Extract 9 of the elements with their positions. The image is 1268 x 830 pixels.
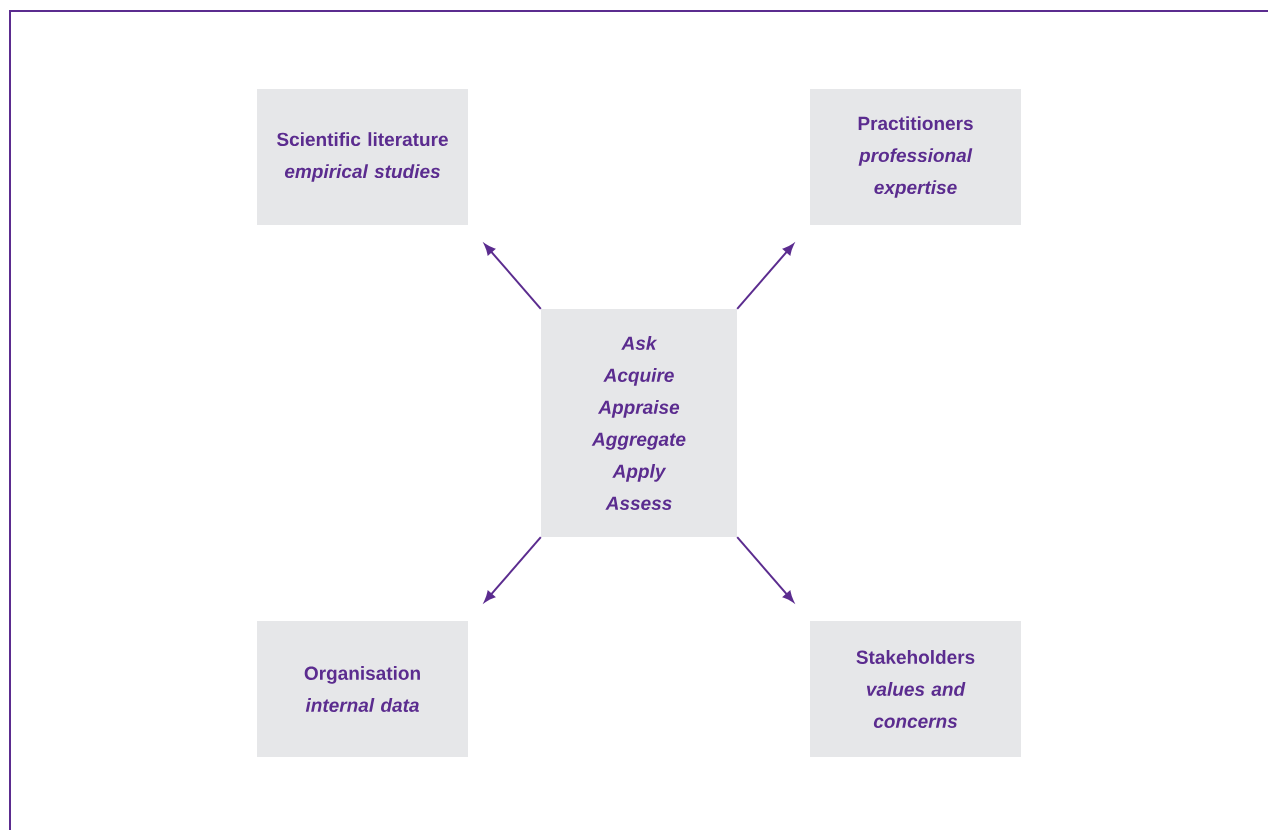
- source-box: Organisation internal data: [257, 621, 468, 757]
- arrow: [736, 536, 794, 603]
- source-box: Scientific literature empirical studies: [257, 89, 468, 225]
- arrow: [736, 243, 794, 310]
- step-box: Ask Acquire Appraise Aggregate Apply Assess: [541, 309, 737, 537]
- arrow: [484, 243, 542, 310]
- arrow: [484, 536, 542, 603]
- source-box: Stakeholders values and concerns: [810, 621, 1021, 757]
- source-box: Practitioners professional expertise: [810, 89, 1021, 225]
